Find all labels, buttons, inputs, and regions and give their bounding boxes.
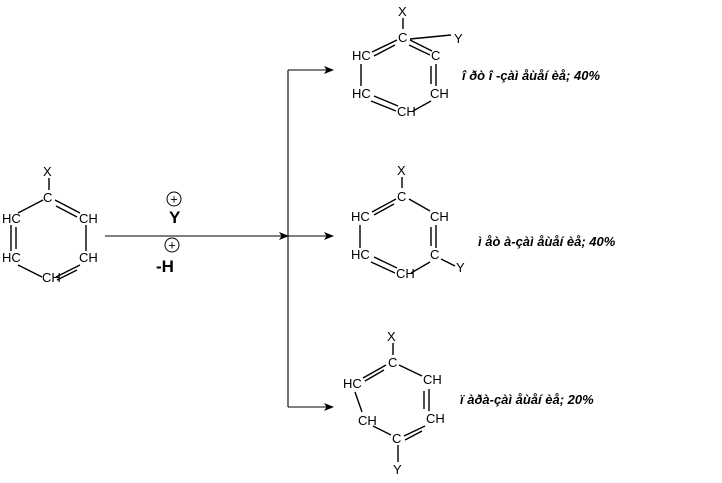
product-ortho-label: î ðò î -çàì åùåí èå; 40% bbox=[462, 68, 600, 83]
product-meta-label: ì åò à-çàì åùåí èå; 40% bbox=[478, 234, 616, 249]
reactant-atom-top-right: CH bbox=[79, 211, 98, 226]
bond bbox=[373, 95, 399, 107]
bond bbox=[371, 198, 397, 213]
bond bbox=[371, 39, 398, 53]
product-atom: HC bbox=[343, 376, 362, 391]
bond bbox=[440, 258, 456, 267]
product-para: X C HC CH CH CH C Y ï àðà-çàì åùåí èå; 2… bbox=[343, 329, 594, 477]
branch-arrows bbox=[287, 66, 334, 411]
reaction-arrow-group: + Y + -H bbox=[105, 191, 289, 276]
product-atom: HC bbox=[352, 86, 371, 101]
product-substituent-x: X bbox=[398, 4, 407, 19]
bond bbox=[354, 391, 363, 413]
reactant-atom-bottom-left: HC bbox=[2, 250, 21, 265]
bond bbox=[409, 34, 452, 40]
bond bbox=[403, 425, 426, 437]
bond bbox=[408, 198, 431, 212]
bond bbox=[56, 269, 78, 281]
reactant-atom-ipso: C bbox=[43, 190, 52, 205]
product-atom-ipso: C bbox=[398, 30, 407, 45]
electrophile-label: Y bbox=[169, 208, 181, 227]
reactant-atom-top-left: HC bbox=[2, 211, 21, 226]
product-atom-ipso: C bbox=[397, 189, 406, 204]
product-substituent-y: Y bbox=[393, 462, 402, 477]
product-substituent-x: X bbox=[387, 329, 396, 344]
product-meta: X C HC CH HC C Y CH ì åò à-çàì åùåí èå; … bbox=[351, 163, 616, 281]
bond bbox=[370, 261, 396, 274]
product-atom: CH bbox=[430, 209, 449, 224]
reactant-atom-bottom-right: CH bbox=[79, 250, 98, 265]
bond bbox=[410, 261, 431, 274]
product-atom: CH bbox=[426, 411, 445, 426]
bond bbox=[404, 430, 423, 441]
bond bbox=[364, 369, 385, 382]
bond bbox=[54, 199, 81, 214]
bond bbox=[409, 39, 433, 52]
product-atom: HC bbox=[352, 48, 371, 63]
bond bbox=[55, 264, 81, 278]
charge-symbol: + bbox=[168, 238, 176, 253]
reactant-atom-para: CH bbox=[42, 270, 61, 285]
product-atom: HC bbox=[351, 209, 370, 224]
reactant-molecule: X C HC CH HC CH CH bbox=[2, 164, 98, 285]
product-substituent-y: Y bbox=[454, 31, 463, 46]
bond bbox=[362, 364, 387, 379]
bond bbox=[373, 256, 398, 269]
positive-charge-icon bbox=[164, 237, 180, 253]
charge-symbol: + bbox=[170, 192, 178, 207]
bond bbox=[372, 425, 392, 436]
reactant-substituent-x: X bbox=[43, 164, 52, 179]
product-atom: CH bbox=[358, 413, 377, 428]
product-ortho: X C Y C HC HC CH CH î ðò î -çàì åùåí èå;… bbox=[352, 4, 600, 119]
bond bbox=[17, 199, 44, 214]
bond bbox=[408, 44, 431, 56]
bond bbox=[373, 44, 396, 57]
bond bbox=[373, 203, 395, 216]
bond bbox=[55, 205, 78, 218]
product-atom: HC bbox=[351, 247, 370, 262]
leaving-group-label: -H bbox=[156, 257, 174, 276]
product-atom-meta-y: C bbox=[430, 247, 439, 262]
product-atom-ortho-y: C bbox=[431, 48, 440, 63]
bond bbox=[370, 100, 397, 112]
product-atom-ipso: C bbox=[388, 355, 397, 370]
bond bbox=[17, 264, 43, 278]
bond bbox=[398, 364, 423, 377]
product-para-label: ï àðà-çàì åùåí èå; 20% bbox=[460, 392, 594, 407]
product-substituent-x: X bbox=[397, 163, 406, 178]
bond bbox=[412, 100, 432, 112]
product-substituent-y: Y bbox=[456, 260, 465, 275]
product-atom-para-y: C bbox=[392, 431, 401, 446]
product-atom: CH bbox=[397, 104, 416, 119]
product-atom: CH bbox=[430, 86, 449, 101]
positive-charge-icon bbox=[166, 191, 182, 207]
product-atom: CH bbox=[396, 266, 415, 281]
product-atom: CH bbox=[423, 372, 442, 387]
